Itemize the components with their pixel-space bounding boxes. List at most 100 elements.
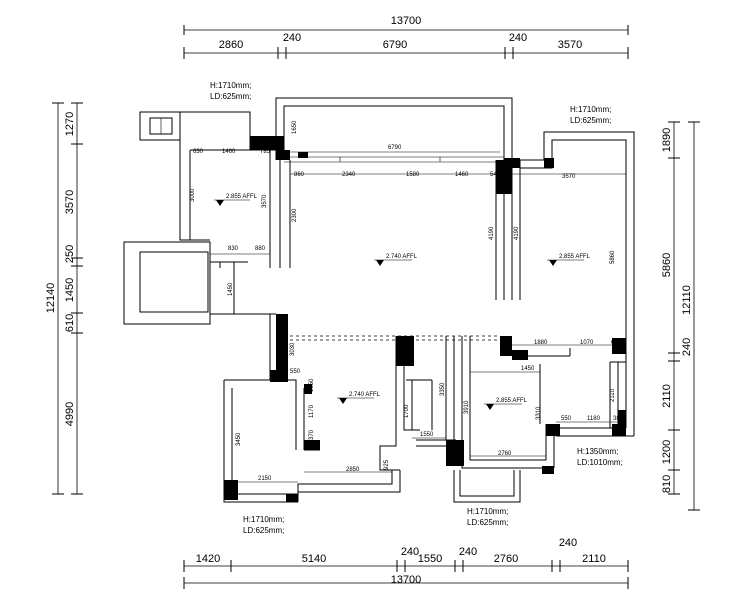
dim-left-s2: 3570: [64, 190, 76, 214]
dim-2760: 2760: [498, 451, 512, 457]
dim-540: 540: [490, 172, 501, 178]
note-topright-ld: LD:625mm;: [570, 116, 611, 125]
note-topleft-ld: LD:625mm;: [210, 92, 251, 101]
dim-left-s6: 4990: [64, 402, 76, 426]
note-topright-h: H:1710mm;: [570, 105, 611, 114]
dim-bottom-s3: 240: [401, 546, 419, 558]
dim-left-s1: 1270: [64, 112, 76, 136]
dim-bottom-s1: 1420: [196, 553, 220, 565]
dim-1460a: 1460: [222, 149, 236, 155]
dim-3570v: 3570: [262, 194, 268, 208]
dim-right-s2: 5860: [661, 253, 673, 277]
level-label-3: 2.855 AFFL: [559, 254, 591, 260]
dim-1880: 1880: [534, 340, 548, 346]
internal-dim-lines: [190, 149, 626, 483]
note-topleft-h: H:1710mm;: [210, 81, 251, 90]
dim-bottom-s6: 2760: [494, 553, 518, 565]
note-bottom-h: H:1710mm;: [467, 507, 508, 516]
dim-2850: 2850: [346, 467, 360, 473]
note-bottom-ld: LD:625mm;: [467, 518, 508, 527]
dim-1070: 1070: [580, 340, 594, 346]
dim-3350: 3350: [440, 382, 446, 396]
dim-3910: 3910: [464, 400, 470, 414]
walls: [123, 97, 635, 503]
dim-right-s1: 1890: [661, 128, 673, 152]
dim-left-total: 12140: [45, 283, 57, 314]
dim-right-s5: 1200: [661, 440, 673, 464]
dim-630: 630: [193, 149, 204, 155]
dim-550a: 550: [290, 369, 301, 375]
dim-785: 785: [260, 149, 271, 155]
level-marker-4: 2.740 AFFL: [337, 392, 381, 404]
dim-880: 880: [255, 246, 266, 252]
level-marker-3: 2.855 AFFL: [547, 254, 591, 266]
dim-2340: 2340: [342, 172, 356, 178]
dim-830: 830: [228, 246, 239, 252]
dim-1580: 1580: [406, 172, 420, 178]
dim-3570: 3570: [562, 174, 576, 180]
dim-630b: 630: [611, 340, 622, 346]
wall-fills: [224, 136, 626, 502]
dim-925: 925: [384, 459, 390, 470]
dim-550b: 550: [561, 416, 572, 422]
dim-1550: 1550: [420, 432, 434, 438]
dim-top-s2: 240: [283, 32, 301, 44]
dim-bottom-s8: 2110: [582, 553, 606, 565]
level-marker-5: 2.855 AFFL: [484, 398, 528, 410]
dim-1170: 1170: [309, 404, 315, 418]
dim-4190b: 4190: [514, 226, 520, 240]
level-label-5: 2.855 AFFL: [496, 398, 528, 404]
dim-5860: 5860: [610, 250, 616, 264]
dim-top-s5: 3570: [558, 39, 582, 51]
dim-2110: 2110: [610, 388, 616, 402]
dim-right-s4: 2110: [661, 384, 673, 408]
dim-bottom-s5: 240: [459, 546, 477, 558]
dim-right-total: 12110: [681, 285, 693, 315]
dimension-left: 12140 1270 3570 250 1450 610 4990: [45, 102, 83, 495]
dim-top-s4: 240: [509, 32, 527, 44]
dim-bottom-s7: 240: [559, 537, 577, 549]
dim-860: 860: [294, 172, 305, 178]
dim-bottom-s4: 1550: [418, 553, 442, 565]
dim-3450: 3450: [236, 432, 242, 446]
dim-1700: 1700: [404, 404, 410, 418]
dim-2300: 2300: [292, 208, 298, 222]
level-marker-2: 2.740 AFFL: [374, 254, 418, 266]
dimension-bottom: 1420 5140 240 1550 240 2760 240 2110 137…: [183, 537, 629, 589]
dim-left-s3: 250: [64, 245, 76, 263]
window-notes: H:1710mm; LD:625mm; H:1710mm; LD:625mm; …: [210, 81, 623, 535]
dim-left-s4: 1450: [64, 278, 76, 302]
dim-1450: 1450: [228, 282, 234, 296]
dim-3030: 3030: [290, 342, 296, 356]
dim-bottom-total: 13700: [391, 574, 422, 586]
dim-3310: 3310: [536, 406, 542, 420]
dim-top-s3: 6790: [383, 39, 407, 51]
dim-370: 370: [309, 429, 315, 440]
dim-3000: 3000: [190, 188, 196, 202]
dim-380: 380: [613, 416, 624, 422]
note-right-ld: LD:1010mm;: [577, 458, 623, 467]
dimension-top: 13700 2860 240 6790 240 3570: [183, 15, 629, 59]
dim-6790: 6790: [388, 145, 402, 151]
level-marker-1: 2.855 AFFL: [214, 194, 258, 206]
dim-right-s3: 240: [681, 338, 693, 356]
note-bottomleft-ld: LD:625mm;: [243, 526, 284, 535]
dim-1050: 1050: [309, 378, 315, 392]
level-label-2: 2.740 AFFL: [386, 254, 418, 260]
dim-right-s6: 810: [661, 475, 673, 493]
dim-top-total: 13700: [391, 15, 422, 27]
dim-4190a: 4190: [489, 226, 495, 240]
dim-1460b: 1460: [455, 172, 469, 178]
level-markers: 2.855 AFFL 2.740 AFFL 2.855 AFFL 2.740 A…: [214, 194, 591, 410]
note-bottomleft-h: H:1710mm;: [243, 515, 284, 524]
dim-left-s5: 610: [64, 314, 76, 332]
dim-top-s1: 2860: [219, 39, 243, 51]
dim-bottom-s2: 5140: [302, 553, 326, 565]
note-right-h: H:1350mm;: [577, 447, 618, 456]
dim-1180: 1180: [587, 416, 601, 422]
dim-1450b: 1450: [521, 366, 535, 372]
level-label-1: 2.855 AFFL: [226, 194, 258, 200]
dim-2150: 2150: [258, 476, 272, 482]
dimension-right: 1890 5860 2110 1200 810 12110 240: [661, 121, 700, 511]
